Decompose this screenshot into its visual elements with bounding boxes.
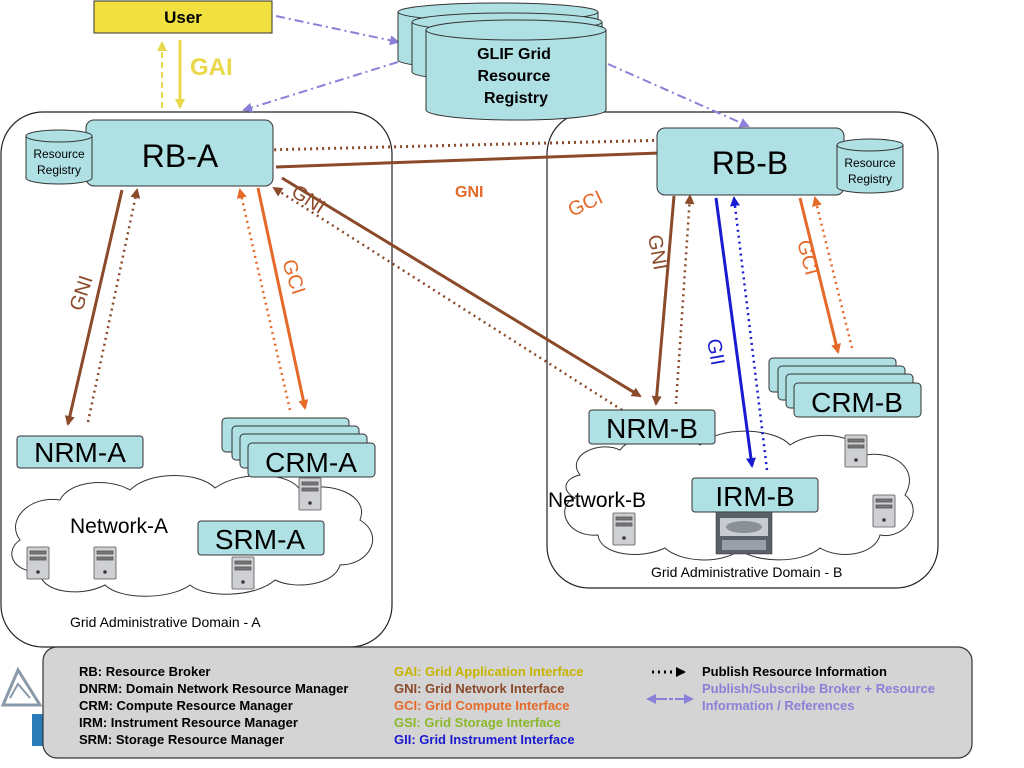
crm-a-node[interactable]: CRM-A (221, 417, 376, 478)
nrm-a-label: NRM-A (34, 437, 126, 468)
nrm-b-label: NRM-B (606, 413, 698, 444)
domain-b-label: Grid Administrative Domain - B (651, 564, 842, 580)
gni-rb-b-nrm-b (651, 195, 676, 406)
registry-label-1: GLIF Grid (477, 46, 551, 63)
registry-label-3: Registry (484, 90, 548, 107)
gii-rb-b-irm-b (714, 197, 756, 468)
legend-gsi: GSI: Grid Storage Interface (394, 715, 561, 730)
gci-publish-crm-a-rb-a (236, 188, 292, 411)
nrm-b-node[interactable]: NRM-B (588, 409, 716, 445)
gni-rb-a-nrm-b (281, 176, 642, 398)
gci-rb-b-crm-b (798, 197, 841, 354)
instrument-image (715, 511, 773, 555)
rb-a-label: RB-A (142, 138, 219, 174)
logo-icon (0, 666, 46, 746)
domain-a-label: Grid Administrative Domain - A (70, 614, 261, 630)
srm-a-label: SRM-A (215, 524, 306, 555)
server-icon (231, 556, 255, 590)
rr-b-label-1: Resource (844, 156, 896, 170)
network-a-label: Network-A (70, 515, 168, 538)
resource-registry-a[interactable]: Resource Registry (25, 129, 93, 185)
gii-publish-irm-b-rb-b (729, 196, 769, 471)
legend-subscribe-label-2: Information / References (702, 698, 854, 713)
user-label: User (164, 8, 202, 27)
rb-b-node[interactable]: RB-B (656, 127, 845, 196)
legend-gii: GII: Grid Instrument Interface (394, 732, 575, 747)
legend-publish-label: Publish Resource Information (702, 664, 887, 679)
crm-b-label: CRM-B (811, 387, 903, 418)
irm-b-node[interactable]: IRM-B (691, 477, 819, 513)
gni-publish-rb-b-rb-a (262, 138, 673, 155)
gni-rb-a-rb-b (275, 147, 690, 169)
server-icon (26, 546, 50, 580)
gci-rb-a-crm-a (256, 187, 309, 410)
legend-gni: GNI: Grid Network Interface (394, 681, 564, 696)
legend-column-interfaces: GAI: Grid Application Interface GNI: Gri… (394, 664, 583, 747)
legend-subscribe-label-1: Publish/Subscribe Broker + Resource (702, 681, 935, 696)
server-icon (612, 512, 636, 546)
legend-item: CRM: Compute Resource Manager (79, 698, 293, 713)
srm-a-node[interactable]: SRM-A (197, 520, 325, 556)
gni-top-label: GNI (455, 184, 483, 201)
network-b-label: Network-B (548, 489, 646, 512)
crm-b-node[interactable]: CRM-B (768, 357, 922, 418)
legend-item: RB: Resource Broker (79, 664, 211, 679)
legend-column-abbreviations: RB: Resource Broker DNRM: Domain Network… (79, 664, 348, 747)
subscribe-user-registry (275, 15, 400, 46)
subscribe-registry-rb-a (242, 61, 399, 113)
rr-b-label-2: Registry (848, 172, 892, 186)
gii-b-label: GII (702, 337, 728, 367)
user-node[interactable]: User (93, 0, 273, 34)
rr-a-label-2: Registry (37, 163, 81, 177)
glif-registry-node[interactable]: GLIF Grid Resource Registry (397, 2, 607, 121)
legend-box (42, 646, 973, 759)
legend-line-types: Publish Resource Information Publish/Sub… (646, 664, 935, 713)
legend-gci: GCI: Grid Compute Interface (394, 698, 570, 713)
crm-a-label: CRM-A (265, 447, 357, 478)
server-icon (872, 494, 896, 528)
resource-registry-b[interactable]: Resource Registry (836, 138, 904, 194)
legend-item: IRM: Instrument Resource Manager (79, 715, 298, 730)
registry-label-2: Resource (478, 68, 551, 85)
rr-a-label-1: Resource (33, 147, 85, 161)
legend-gai: GAI: Grid Application Interface (394, 664, 583, 679)
legend-item: SRM: Storage Resource Manager (79, 732, 284, 747)
gci-publish-crm-b-rb-b (812, 196, 854, 349)
gni-publish-nrm-b-rb-a (272, 186, 623, 412)
subscribe-registry-rb-b (607, 63, 750, 128)
server-icon (93, 546, 117, 580)
legend-item: DNRM: Domain Network Resource Manager (79, 681, 348, 696)
irm-b-label: IRM-B (715, 481, 794, 512)
rb-b-label: RB-B (712, 145, 788, 181)
rb-a-node[interactable]: RB-A (85, 119, 274, 187)
server-icon (844, 434, 868, 468)
gai-label: GAI (190, 54, 233, 81)
server-icon (298, 477, 322, 511)
nrm-a-node[interactable]: NRM-A (16, 435, 144, 469)
gni-rb-a-nrm-a (64, 189, 124, 426)
